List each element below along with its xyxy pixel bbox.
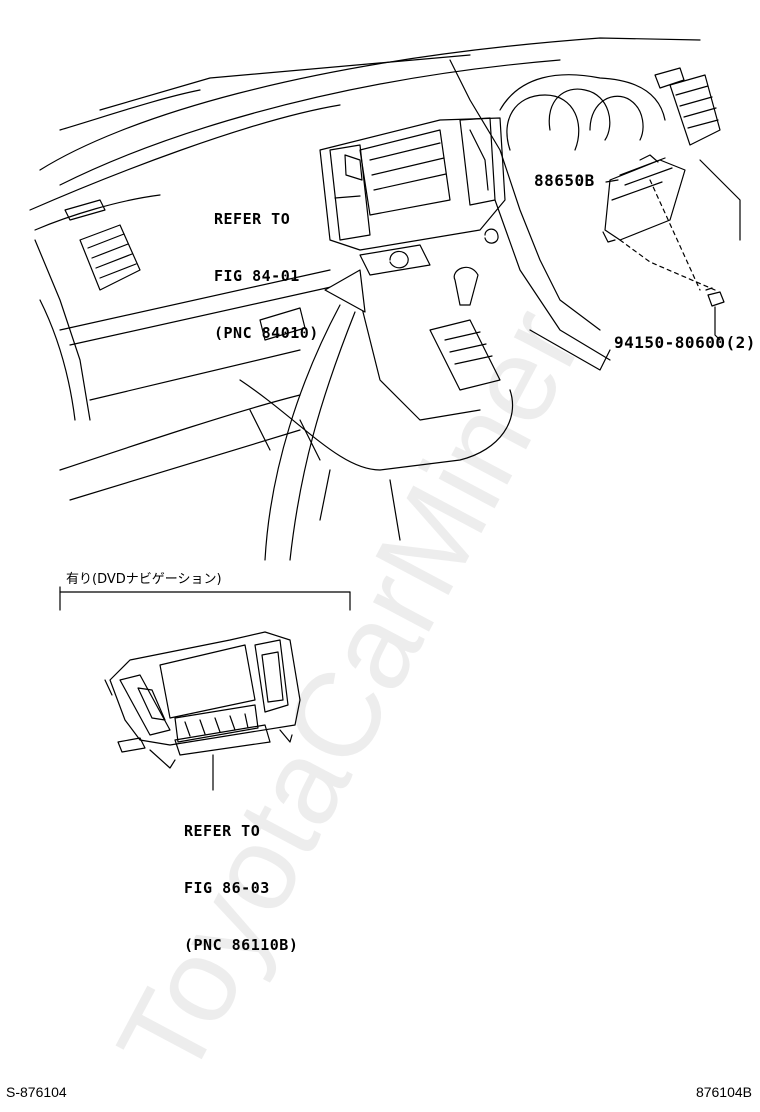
footer-left-code: S-876104 bbox=[6, 1084, 67, 1100]
refer-top-line3: (PNC 84010) bbox=[214, 324, 319, 342]
part-label-88650b: 88650B bbox=[534, 171, 595, 190]
refer-top-line1: REFER TO bbox=[214, 210, 291, 228]
refer-bottom-callout: REFER TO FIG 86-03 (PNC 86110B) bbox=[184, 784, 298, 974]
refer-bottom-line3: (PNC 86110B) bbox=[184, 936, 299, 954]
footer-right-code: 876104B bbox=[695, 1084, 752, 1100]
refer-bottom-line2: FIG 86-03 bbox=[184, 879, 270, 897]
leader-lines bbox=[59, 179, 721, 791]
dashboard-outline bbox=[29, 37, 741, 541]
navigation-head-unit bbox=[104, 631, 301, 769]
condition-label: 有り(DVDナビゲーション) bbox=[66, 572, 222, 587]
refer-top-line2: FIG 84-01 bbox=[214, 267, 300, 285]
reference-arrow bbox=[264, 269, 366, 561]
refer-bottom-line1: REFER TO bbox=[184, 822, 261, 840]
refer-top-callout: REFER TO FIG 84-01 (PNC 84010) bbox=[214, 172, 319, 362]
part-label-bolt: 94150-80600(2) bbox=[614, 333, 756, 352]
